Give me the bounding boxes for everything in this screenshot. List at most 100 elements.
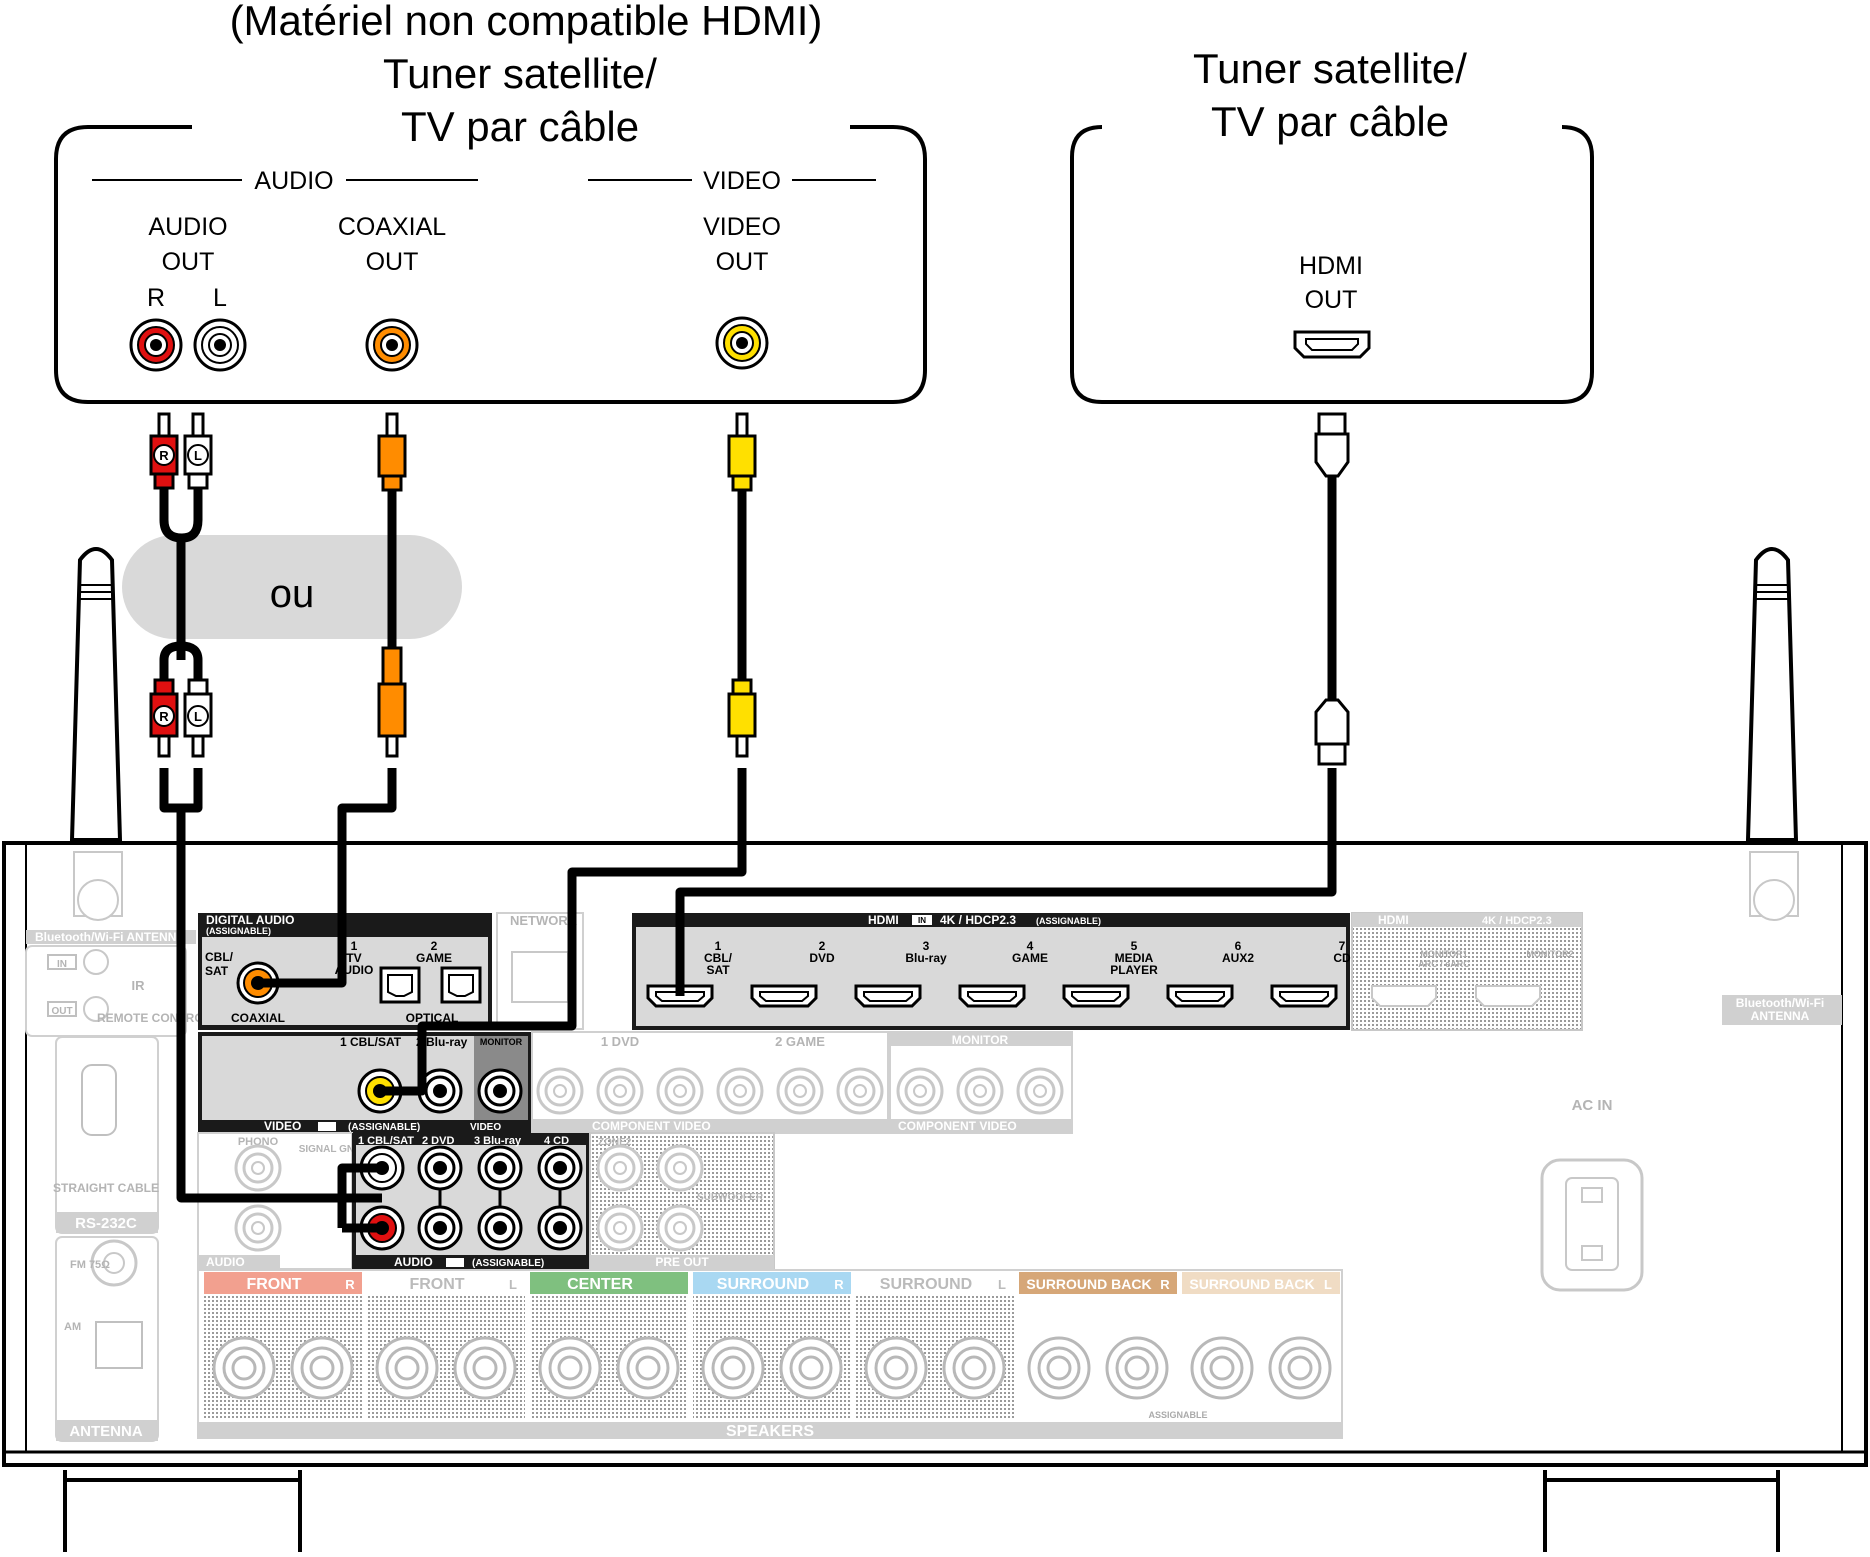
video-in-2-label: 2 Blu-ray: [416, 1035, 468, 1049]
hdmi-in-assignable: (ASSIGNABLE): [1036, 916, 1101, 926]
network-label: NETWORK: [510, 913, 578, 928]
speaker-group-header: [530, 1272, 688, 1294]
pre-out-label: PRE OUT: [655, 1255, 709, 1269]
speaker-terminal-plus: [1027, 1336, 1091, 1400]
right-device-title-line1: Tuner satellite/: [1193, 45, 1467, 92]
upper-coaxial-plug: [377, 412, 407, 492]
lower-rca-r-plug: R: [149, 678, 179, 758]
video-monitor-label: MONITOR: [480, 1037, 523, 1047]
audio-l-label: L: [213, 284, 227, 312]
hdmi-input-port: [958, 984, 1026, 1008]
component-video-out-panel: MONITOR COMPONENT VIDEO: [889, 1031, 1073, 1134]
left-antenna: [69, 547, 123, 921]
hdmi-input-number: 6: [1235, 939, 1242, 953]
speaker-side-badge: L: [509, 1277, 517, 1292]
speaker-side-badge: R: [834, 1277, 844, 1292]
left-device-title-line1: (Matériel non compatible HDMI): [230, 0, 823, 44]
upper-rca-r-plug: R: [149, 412, 179, 490]
speaker-terminal-plus: [701, 1336, 765, 1400]
coaxial-out-label-line2: OUT: [366, 248, 419, 276]
speaker-group-header: [693, 1272, 851, 1294]
hdmi-input-label: CBL/: [704, 951, 733, 965]
coaxial-cbl-sat-line2: SAT: [205, 964, 229, 978]
video-out-label-line1: VIDEO: [703, 213, 781, 241]
fm-label: FM 75Ω: [70, 1259, 110, 1271]
optical2-game: GAME: [416, 951, 452, 965]
speaker-side-badge: R: [345, 1277, 355, 1292]
speaker-side-badge: R: [1160, 1277, 1170, 1292]
speaker-group-3: CENTER: [530, 1272, 688, 1420]
speaker-terminal-plus: [375, 1336, 439, 1400]
audio-in-label: AUDIO: [394, 1255, 433, 1269]
hdmi-input-label: MEDIA: [1115, 951, 1154, 965]
left-device-title-line3: TV par câble: [401, 103, 639, 150]
lower-hdmi-plug: [1314, 698, 1350, 766]
phono-audio-label: AUDIO: [206, 1255, 245, 1269]
right-device-title-line2: TV par câble: [1211, 98, 1449, 145]
straight-cable-label: STRAIGHT CABLE: [53, 1181, 159, 1195]
audio-in-2-label: 2 DVD: [422, 1135, 454, 1147]
hdmi-input-7: 7CD: [1270, 939, 1351, 1008]
video-out-label: VIDEO: [470, 1122, 501, 1133]
audio-in-3-label: 3 Blu-ray: [474, 1135, 522, 1147]
speaker-group-label: SURROUND: [717, 1276, 809, 1293]
audio-r-label: R: [147, 284, 165, 312]
hdmi-out-panel: HDMI 4K / HDCP2.3 MONITOR1 ARC / eARC MO…: [1351, 912, 1583, 1031]
hdmi-input-port: [1270, 984, 1338, 1008]
video-out-label-line2: OUT: [716, 248, 769, 276]
speakers-assignable: ASSIGNABLE: [1148, 1410, 1207, 1420]
hdmi-input-label: CD: [1333, 951, 1351, 965]
hdmi-input-label2: SAT: [706, 963, 730, 977]
phono-label: PHONO: [238, 1136, 279, 1148]
right-antenna: [1745, 547, 1799, 921]
arc-label: ARC / eARC: [1418, 959, 1470, 969]
optical2-num: 2: [431, 939, 438, 953]
audio-out-r-jack: [129, 318, 183, 372]
speaker-group-header: [1019, 1272, 1177, 1294]
monitor2-label: MONITOR2: [1526, 949, 1573, 959]
optical1-num: 1: [351, 939, 358, 953]
hdmi-input-port: [1062, 984, 1130, 1008]
coaxial-out-label-line1: COAXIAL: [338, 213, 446, 241]
speaker-terminal-minus: [453, 1336, 517, 1400]
video-in-label: VIDEO: [264, 1119, 301, 1133]
speaker-terminal-minus: [616, 1336, 680, 1400]
speaker-group-4: SURROUND R: [693, 1272, 851, 1420]
optical1-tv: TV: [346, 951, 361, 965]
hdmi-input-port: [750, 984, 818, 1008]
lower-rca-l-plug: L: [183, 678, 213, 758]
monitor1-label: MONITOR1: [1420, 949, 1467, 959]
speaker-terminal-minus: [1268, 1336, 1332, 1400]
speaker-terminal-minus: [779, 1336, 843, 1400]
lower-plug-l-label: L: [194, 709, 202, 724]
speaker-group-label: CENTER: [567, 1276, 633, 1293]
audio-in-panel: 1 CBL/SAT 2 DVD 3 Blu-ray 4 CD AUDIO (AS…: [352, 1133, 590, 1269]
ir-label: IR: [132, 978, 146, 993]
zone2-label: ZONE2: [598, 1137, 632, 1148]
hdmi-input-number: 1: [715, 939, 722, 953]
audio-in-assignable: (ASSIGNABLE): [472, 1258, 544, 1269]
speaker-terminal-minus: [1105, 1336, 1169, 1400]
speaker-group-header: [1182, 1272, 1340, 1294]
bt-antenna-right-line2: ANTENNA: [1751, 1009, 1810, 1023]
subwoofer-label: SUBWOOFER: [697, 1192, 764, 1203]
audio-out-l-jack: [193, 318, 247, 372]
hdmi-input-number: 4: [1027, 939, 1034, 953]
component-1dvd-label: 1 DVD: [601, 1034, 639, 1049]
lower-coaxial-plug: [377, 646, 407, 758]
speaker-group-label: FRONT: [409, 1276, 464, 1293]
rs232c-label: RS-232C: [75, 1215, 137, 1232]
lower-plug-r-label: R: [159, 709, 169, 724]
coaxial-label: COAXIAL: [231, 1011, 285, 1025]
audio-in-1-label: 1 CBL/SAT: [358, 1135, 414, 1147]
coaxial-cbl-sat-line1: CBL/: [205, 950, 234, 964]
digital-audio-assignable: (ASSIGNABLE): [206, 926, 271, 936]
audio-in-4-label: 4 CD: [544, 1135, 569, 1147]
